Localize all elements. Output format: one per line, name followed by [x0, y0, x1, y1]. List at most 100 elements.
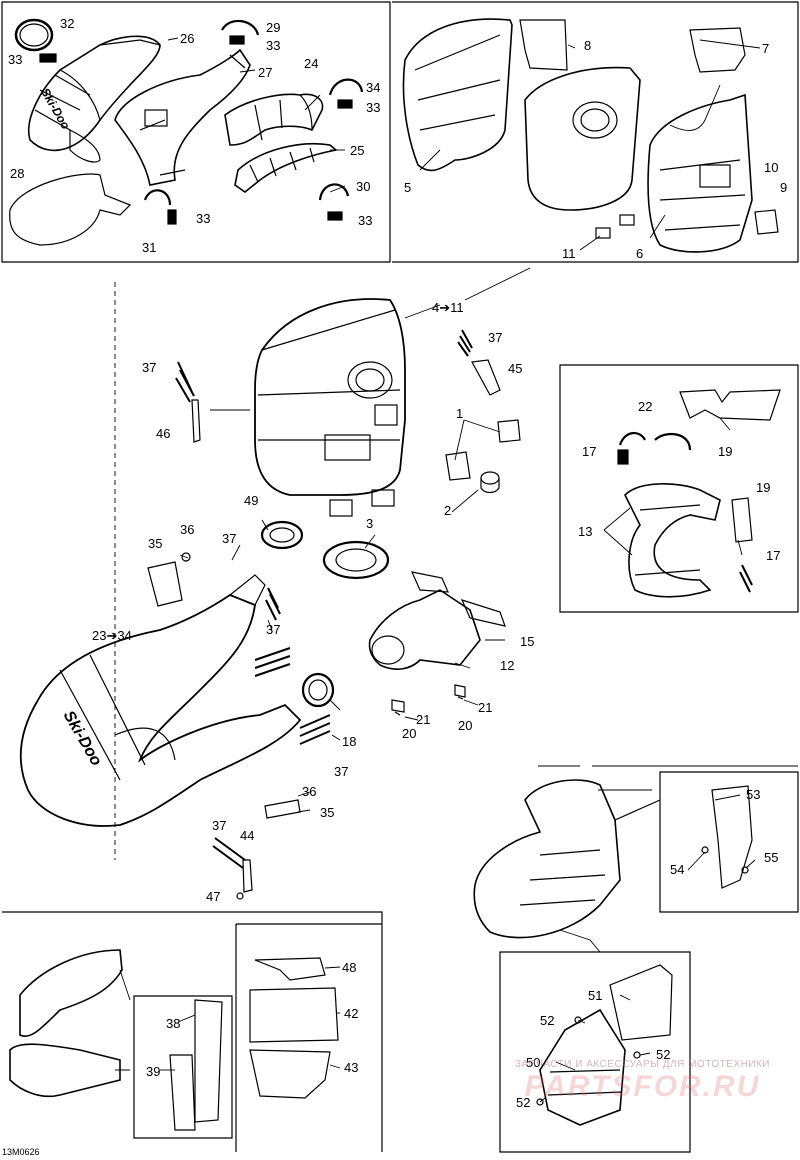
bracket-45: [471, 359, 501, 396]
watermark: ЗАПЧАСТИ И АКСЕССУАРЫ ДЛЯ МОТОТЕХНИКИ PA…: [515, 1059, 770, 1104]
heat-shield-25: [234, 142, 338, 193]
muffler-assembly: [254, 298, 406, 517]
callout-12: 12: [500, 658, 514, 673]
muffler-housing-top: [524, 66, 641, 211]
callout-33-d: 33: [358, 213, 372, 228]
callout-45: 45: [508, 361, 522, 376]
callout-25: 25: [350, 143, 364, 158]
lower-shield-assembly: [473, 779, 661, 939]
damper-2: [480, 471, 500, 494]
callout-2: 2: [444, 503, 451, 518]
clamp-30: [318, 183, 350, 221]
callout-27: 27: [258, 65, 272, 80]
coupler-18: [301, 672, 335, 708]
callout-37-b: 37: [142, 360, 156, 375]
bracket-44-47: [236, 859, 253, 900]
plate-9-10: [754, 209, 779, 235]
callout-18: 18: [342, 734, 356, 749]
insulation-8: [519, 19, 568, 71]
insulation-22: [679, 389, 781, 421]
nut-36: [181, 552, 191, 562]
shield-53: [711, 785, 753, 889]
callout-24: 24: [304, 56, 318, 71]
callout-9: 9: [780, 180, 787, 195]
callout-17-a: 17: [582, 444, 596, 459]
callout-10: 10: [764, 160, 778, 175]
callout-33-c: 33: [366, 100, 380, 115]
callout-34: 34: [366, 80, 380, 95]
manifold-12-15: [368, 571, 506, 670]
pipe-27: [114, 48, 251, 186]
clamp-32: [14, 18, 57, 63]
callout-20-a: 20: [402, 726, 416, 741]
bracket-35-left: [147, 561, 183, 607]
callout-32: 32: [60, 16, 74, 31]
callout-36-b: 36: [302, 784, 316, 799]
callout-13: 13: [578, 524, 592, 539]
watermark-brand: PARTSFOR.RU: [524, 1070, 761, 1103]
gasket-3: [322, 540, 390, 580]
bracket-19: [731, 497, 753, 543]
callout-52-c: 52: [516, 1095, 530, 1110]
callout-50: 50: [526, 1055, 540, 1070]
clamp-17: [617, 432, 692, 465]
elbow-24: [224, 93, 324, 146]
panels-38-39: [169, 999, 223, 1131]
callout-labels: 32 33 26 29 33 27 24 34 33 25 30 33 28 3…: [8, 16, 787, 1110]
callout-5: 5: [404, 180, 411, 195]
callout-7: 7: [762, 41, 769, 56]
callout-37-f: 37: [212, 818, 226, 833]
callout-19-b: 19: [756, 480, 770, 495]
spring-37-a: [457, 329, 473, 357]
bracket-35-right: [264, 799, 301, 819]
callout-15: 15: [520, 634, 534, 649]
insulation-7: [689, 27, 746, 73]
callout-43: 43: [344, 1060, 358, 1075]
callout-38: 38: [166, 1016, 180, 1031]
clamp-34-top: [328, 78, 364, 109]
decals: Ski-Doo Ski-Doo: [38, 86, 105, 770]
callout-22: 22: [638, 399, 652, 414]
callout-35-b: 35: [320, 805, 334, 820]
shield-51: [609, 964, 673, 1041]
spring-37-b: [175, 361, 195, 403]
panels-42-43-48: [249, 957, 339, 1099]
watermark-tagline: ЗАПЧАСТИ И АКСЕССУАРЫ ДЛЯ МОТОТЕХНИКИ: [514, 1059, 770, 1070]
callout-28: 28: [10, 166, 24, 181]
silencer-upper-part: [28, 35, 161, 163]
callout-37-c: 37: [222, 531, 236, 546]
callout-51: 51: [588, 988, 602, 1003]
grommets-11: [595, 214, 635, 239]
callout-52-b: 52: [656, 1047, 670, 1062]
callout-49: 49: [244, 493, 258, 508]
grommets-1: [445, 419, 521, 481]
callout-11: 11: [562, 246, 576, 261]
callout-37-d: 37: [266, 622, 280, 637]
callout-52-a: 52: [540, 1013, 554, 1028]
decal-brand-top: Ski-Doo: [38, 86, 73, 132]
callout-37-a: 37: [488, 330, 502, 345]
figure-code: 13M0626: [2, 1147, 40, 1157]
tuned-pipe-assembly: [19, 574, 302, 827]
callout-55: 55: [764, 850, 778, 865]
callout-20-b: 20: [458, 718, 472, 733]
callout-54: 54: [670, 862, 684, 877]
callout-33-b: 33: [266, 38, 280, 53]
callout-3: 3: [366, 516, 373, 531]
callout-6: 6: [636, 246, 643, 261]
callout-29: 29: [266, 20, 280, 35]
callout-37-e: 37: [334, 764, 348, 779]
heat-shield-6: [647, 93, 753, 253]
shield-5: [402, 18, 513, 172]
spring-37-c: [265, 587, 281, 621]
spring-17-right: [739, 564, 753, 593]
callout-47: 47: [206, 889, 220, 904]
callout-31: 31: [142, 240, 156, 255]
callout-1: 1: [456, 406, 463, 421]
callout-46: 46: [156, 426, 170, 441]
callout-35-a: 35: [148, 536, 162, 551]
callout-4-11: 4➔11: [432, 300, 464, 315]
fasteners-54-55: [701, 846, 749, 874]
